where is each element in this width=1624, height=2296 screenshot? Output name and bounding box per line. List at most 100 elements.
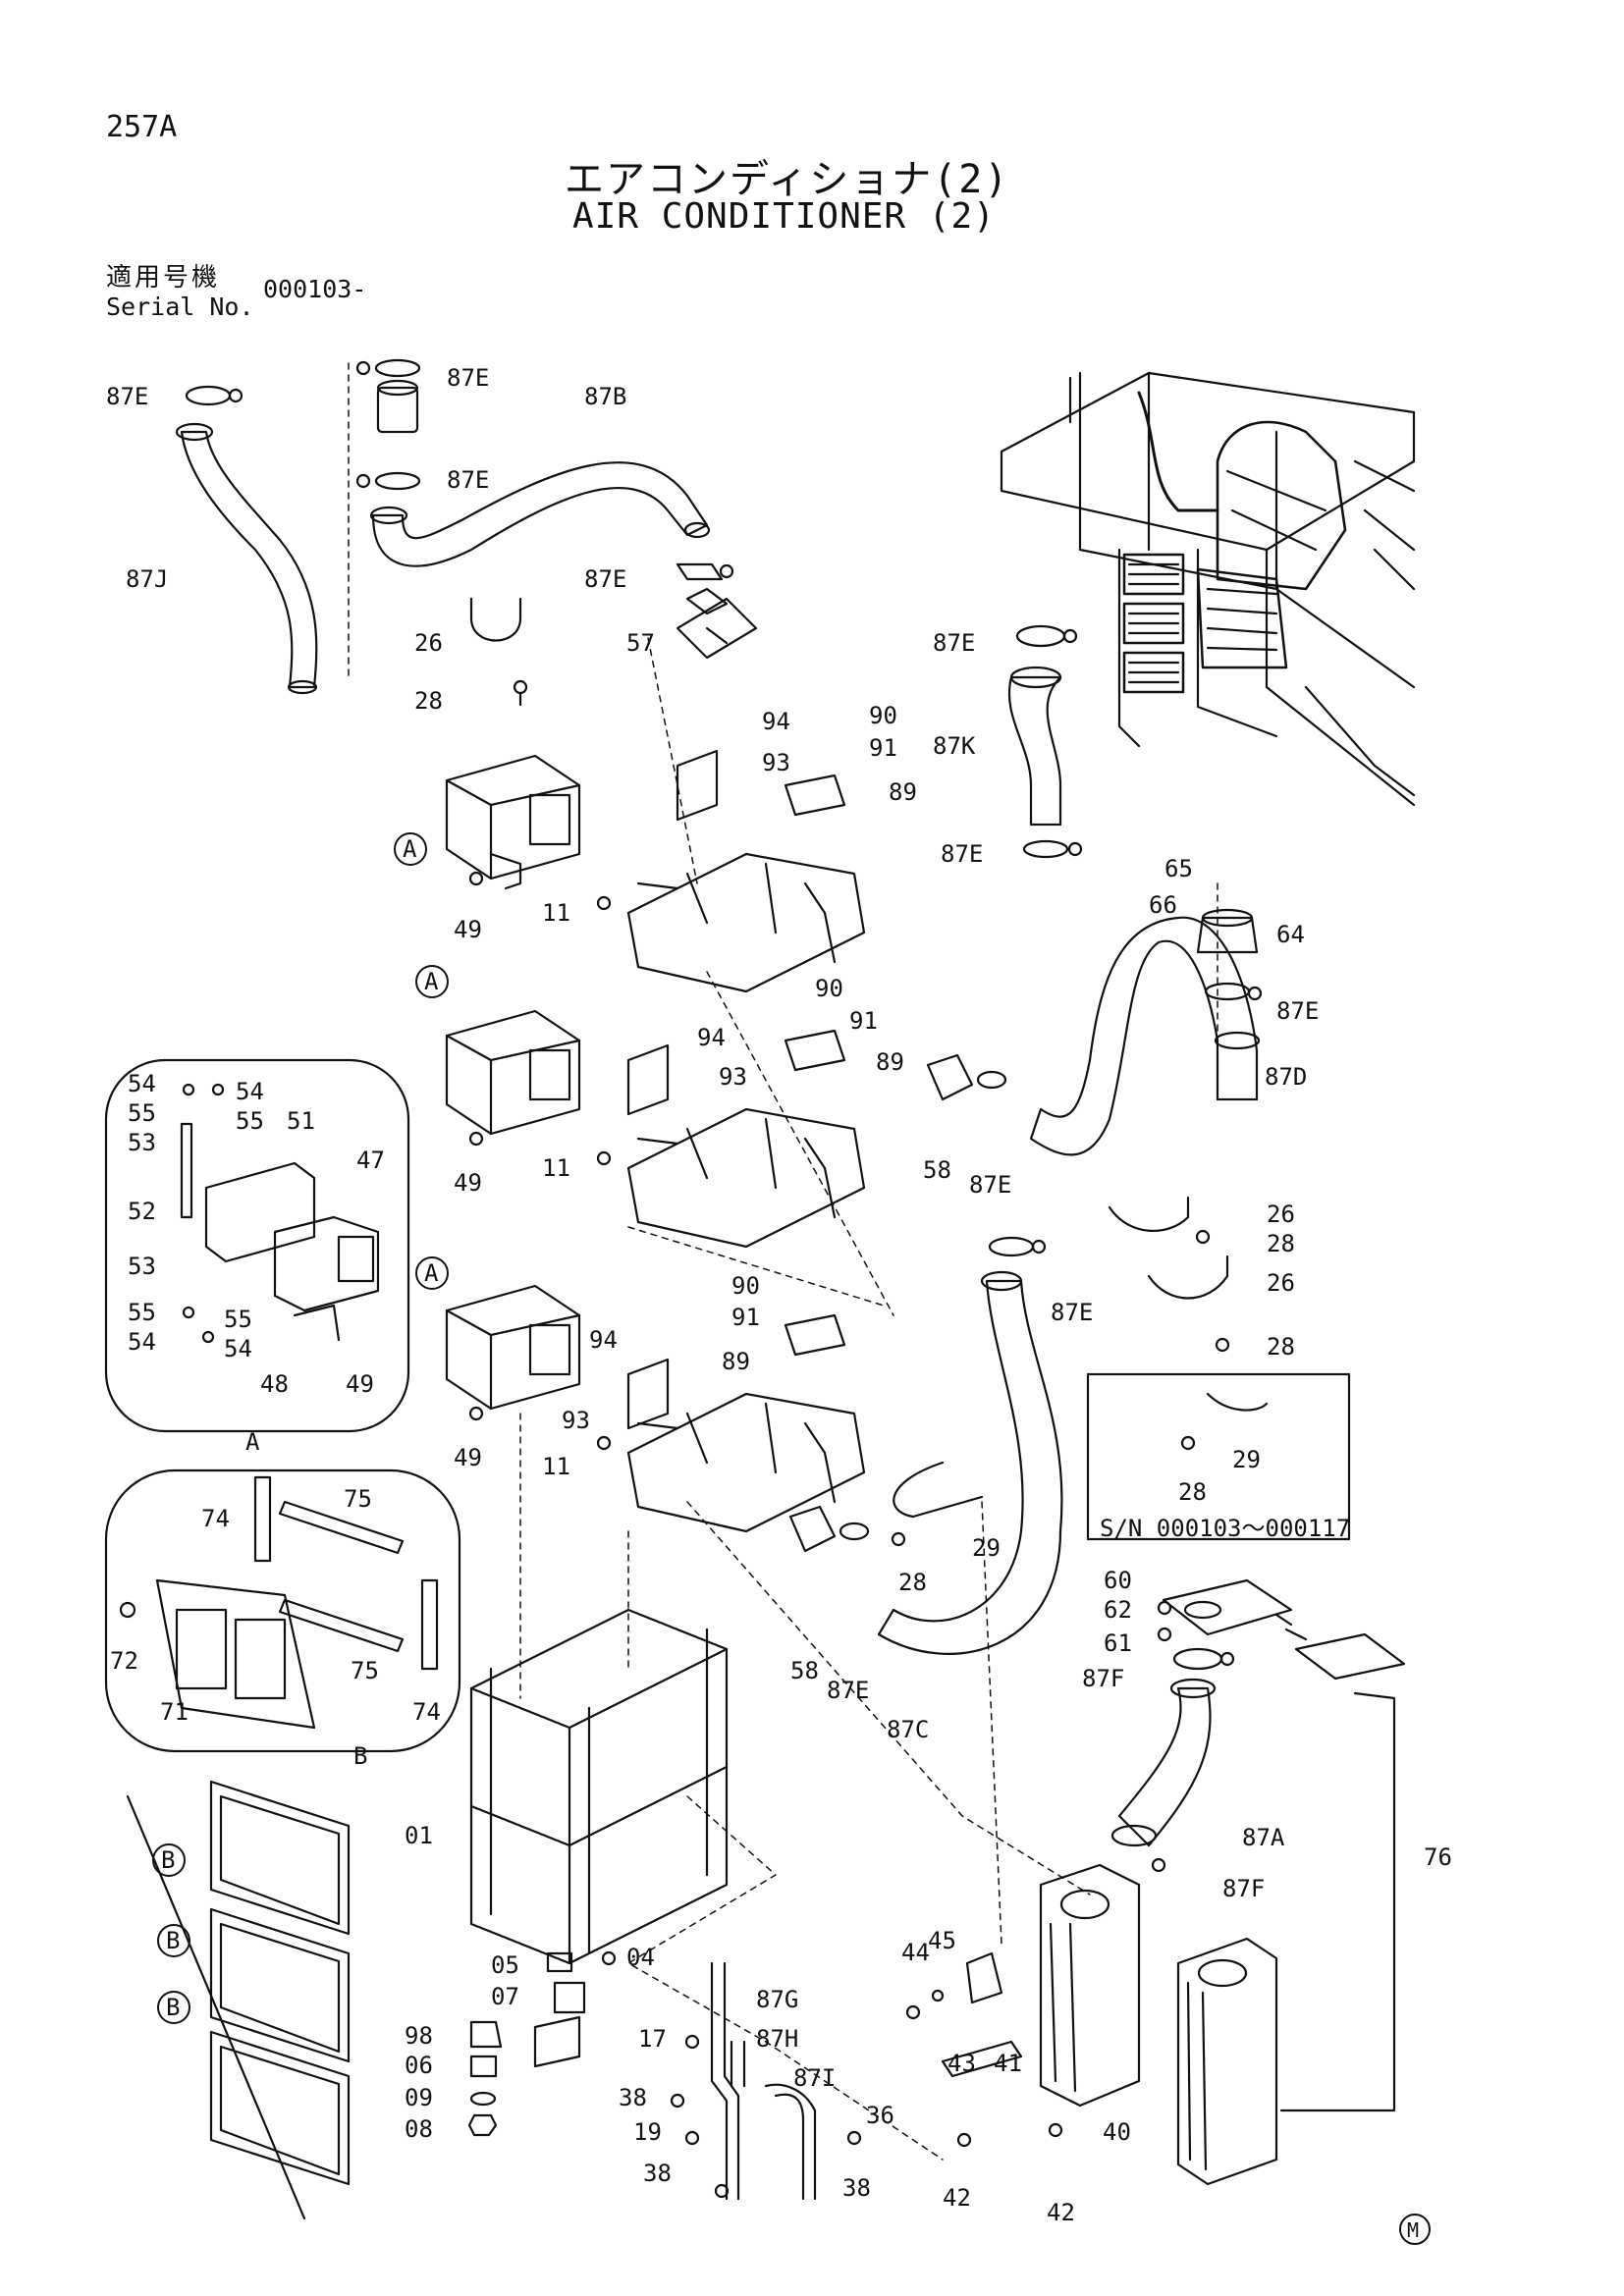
- label-28: 28: [1267, 1230, 1295, 1257]
- label-29: 29: [1232, 1446, 1261, 1473]
- label-91: 91: [731, 1304, 760, 1331]
- detail-b-label: B: [353, 1742, 367, 1770]
- label-04: 04: [626, 1944, 655, 1971]
- label-91: 91: [849, 1007, 878, 1035]
- part-labels: 87E 87E 87E 87B 87J 87E 26 28 57 87E 94 …: [106, 364, 1452, 2226]
- label-87h: 87H: [756, 2025, 798, 2053]
- label-28: 28: [414, 687, 443, 715]
- label-90: 90: [731, 1272, 760, 1300]
- bracket-57: [469, 587, 758, 707]
- callout-a: A: [424, 1259, 439, 1287]
- label-87e: 87E: [827, 1677, 869, 1704]
- label-01: 01: [405, 1822, 433, 1849]
- reference-lines: [348, 362, 1218, 2161]
- label-40: 40: [1103, 2118, 1131, 2146]
- label-42: 42: [943, 2184, 971, 2212]
- label-87e: 87E: [584, 565, 626, 593]
- callout-b: B: [161, 1846, 175, 1874]
- serial-range-detail-box: [1086, 1372, 1351, 1541]
- label-87b: 87B: [584, 383, 626, 410]
- label-87d: 87D: [1265, 1063, 1307, 1091]
- label-55: 55: [128, 1099, 156, 1127]
- hose-87j: [175, 385, 318, 695]
- label-48: 48: [260, 1370, 289, 1398]
- label-87a: 87A: [1242, 1824, 1285, 1851]
- detail-a-parts: [180, 1083, 380, 1344]
- label-28: 28: [898, 1569, 927, 1596]
- drain-pipes: [670, 1961, 862, 2201]
- page-number: 257A: [106, 110, 178, 144]
- main-duct-group: [596, 749, 866, 1533]
- label-87e: 87E: [106, 383, 148, 410]
- hose-87d: [1029, 908, 1263, 1353]
- label-08: 08: [405, 2115, 433, 2143]
- label-42: 42: [1047, 2199, 1075, 2226]
- label-58: 58: [790, 1657, 819, 1684]
- label-26: 26: [1267, 1269, 1295, 1297]
- label-61: 61: [1104, 1629, 1132, 1657]
- label-93: 93: [562, 1407, 590, 1434]
- label-57: 57: [626, 629, 655, 657]
- clamp-58: [788, 1053, 1007, 1553]
- label-66: 66: [1149, 891, 1177, 919]
- label-87e: 87E: [969, 1171, 1011, 1199]
- hose-87b: [355, 358, 734, 581]
- label-87e: 87E: [933, 629, 975, 657]
- label-06: 06: [405, 2052, 433, 2079]
- label-54: 54: [224, 1335, 252, 1362]
- label-45: 45: [928, 1927, 956, 1954]
- label-93: 93: [762, 749, 790, 776]
- label-75: 75: [344, 1485, 372, 1513]
- label-38: 38: [643, 2160, 672, 2187]
- label-94: 94: [762, 708, 790, 735]
- label-53: 53: [128, 1253, 156, 1280]
- label-87g: 87G: [756, 1986, 798, 2013]
- serial-label: Serial No.: [106, 293, 254, 321]
- label-87e: 87E: [941, 840, 983, 868]
- label-29: 29: [972, 1534, 1001, 1562]
- label-54: 54: [236, 1078, 264, 1105]
- label-76: 76: [1424, 1843, 1452, 1871]
- clip-29: [891, 1392, 1269, 1547]
- label-71: 71: [160, 1698, 189, 1726]
- label-90: 90: [869, 702, 897, 729]
- label-17: 17: [638, 2025, 667, 2053]
- label-64: 64: [1276, 921, 1305, 948]
- label-89: 89: [889, 778, 917, 806]
- label-74: 74: [412, 1698, 441, 1726]
- label-87c: 87C: [887, 1716, 929, 1743]
- label-49: 49: [454, 1444, 482, 1471]
- hose-87k: [1007, 624, 1083, 859]
- label-87e: 87E: [1276, 997, 1319, 1025]
- label-11: 11: [542, 1154, 570, 1182]
- duct-a-group: [445, 754, 581, 1421]
- label-41: 41: [994, 2050, 1022, 2077]
- label-19: 19: [633, 2118, 662, 2146]
- vent-duct-40: [905, 1691, 1396, 2186]
- page-title-japanese: エアコンディショナ(2): [565, 157, 1010, 202]
- manufacturer-mark: M: [1407, 2218, 1419, 2242]
- label-94: 94: [697, 1024, 726, 1051]
- label-53: 53: [128, 1129, 156, 1156]
- label-75: 75: [351, 1657, 379, 1684]
- label-72: 72: [110, 1647, 138, 1675]
- label-54: 54: [128, 1070, 156, 1097]
- label-58: 58: [923, 1156, 951, 1184]
- label-28: 28: [1178, 1478, 1207, 1506]
- callout-b: B: [166, 1994, 180, 2021]
- label-87f: 87F: [1222, 1875, 1265, 1902]
- label-87e: 87E: [447, 466, 489, 494]
- detail-b-parts: [119, 1475, 439, 1730]
- label-60: 60: [1104, 1567, 1132, 1594]
- label-49: 49: [454, 916, 482, 943]
- label-87e: 87E: [1051, 1299, 1093, 1326]
- label-98: 98: [405, 2022, 433, 2050]
- detail-callouts: [152, 832, 1431, 2245]
- label-26: 26: [1267, 1201, 1295, 1228]
- label-49: 49: [346, 1370, 374, 1398]
- serial-range-label: S/N 000103～000117: [1100, 1515, 1350, 1542]
- label-07: 07: [491, 1983, 519, 2010]
- label-62: 62: [1104, 1596, 1132, 1624]
- label-47: 47: [356, 1147, 385, 1174]
